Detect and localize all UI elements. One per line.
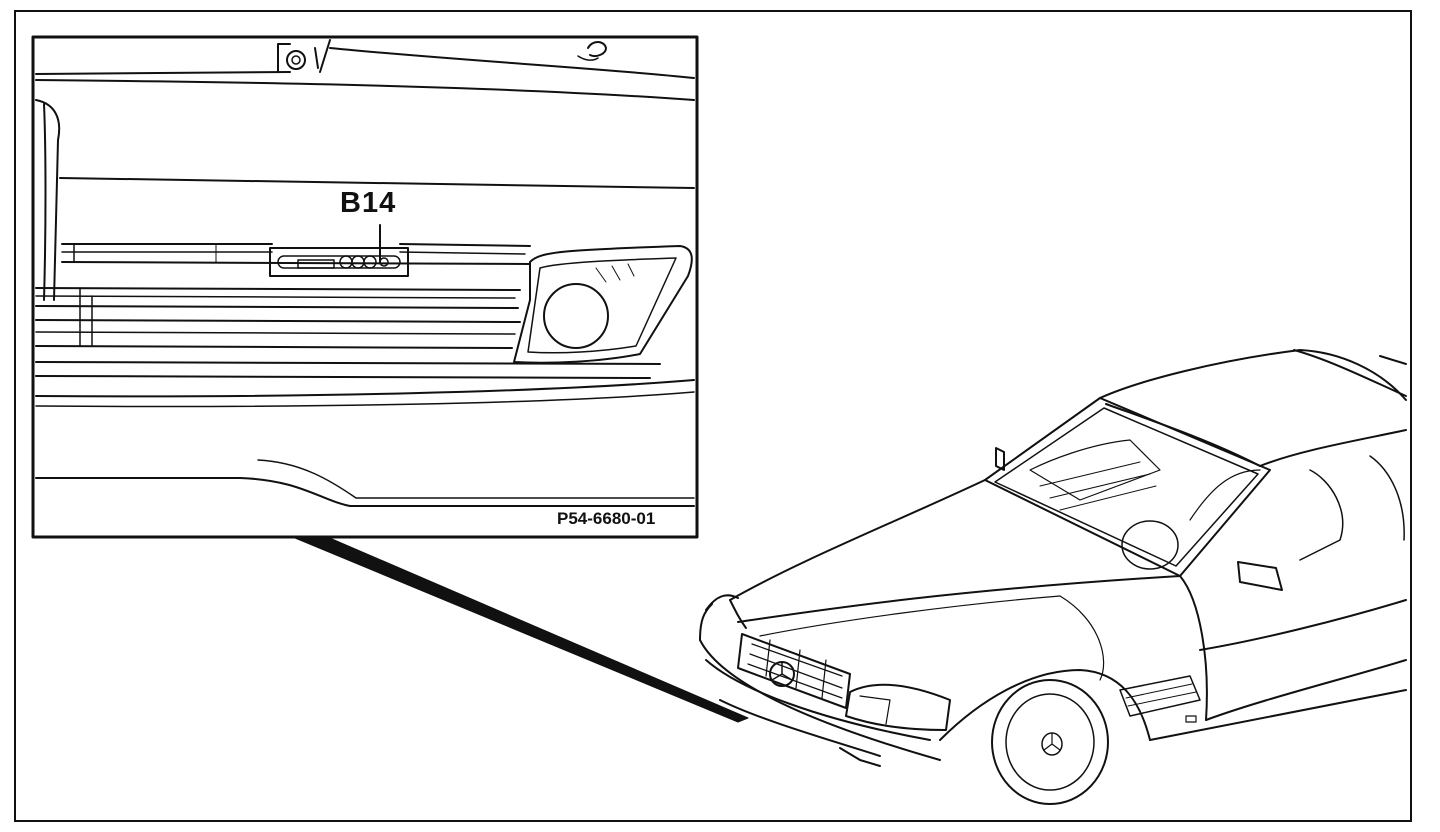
component-label-b14: B14 xyxy=(340,187,397,219)
leader-line xyxy=(282,532,749,723)
car-illustration xyxy=(699,349,1407,805)
reference-code: P54-6680-01 xyxy=(557,509,656,528)
sensor-b14 xyxy=(269,224,409,277)
detail-inset xyxy=(31,35,699,539)
